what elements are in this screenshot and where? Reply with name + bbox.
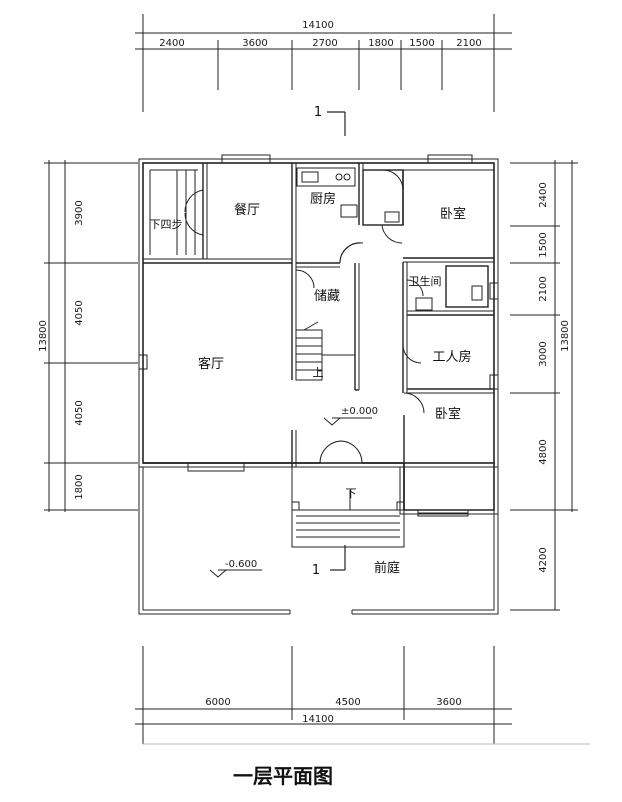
- bottom-seg-2: 4500: [335, 697, 360, 708]
- right-seg-2: 1500: [538, 232, 549, 257]
- down-steps-porch: [149, 169, 198, 255]
- right-seg-3: 2100: [538, 276, 549, 301]
- stair-up-label: 上: [313, 366, 324, 379]
- left-seg-1: 3900: [74, 200, 85, 225]
- section-cut-top: [327, 111, 346, 136]
- bottom-seg-3: 3600: [436, 697, 461, 708]
- entrance-steps: [291, 466, 405, 548]
- left-total-label: 13800: [38, 320, 49, 352]
- right-seg-4: 3000: [538, 341, 549, 366]
- kitchen-fixtures: [296, 167, 483, 311]
- top-seg-2: 3600: [242, 38, 267, 49]
- entry-down-label: 下: [346, 487, 357, 500]
- top-seg-5: 1500: [409, 38, 434, 49]
- room-kitchen: 厨房: [310, 191, 336, 207]
- room-bedroom-se: 卧室: [435, 406, 461, 422]
- room-bedroom-ne: 卧室: [440, 206, 466, 222]
- section-cut-bottom: [330, 545, 346, 571]
- right-seg-1: 2400: [538, 182, 549, 207]
- section-mark-top: 1: [314, 105, 322, 120]
- left-seg-2: 4050: [74, 300, 85, 325]
- right-seg-6: 4200: [538, 547, 549, 572]
- level-floor-label: ±0.000: [341, 406, 378, 417]
- bottom-dimension-lines: [135, 646, 590, 745]
- level-marker-yard: [209, 569, 262, 578]
- top-total-label: 14100: [302, 20, 334, 31]
- front-yard: [138, 467, 499, 615]
- interior-walls: [143, 163, 494, 510]
- room-dining: 餐厅: [234, 202, 260, 218]
- level-yard-label: -0.600: [225, 559, 257, 570]
- room-storage: 储藏: [314, 289, 340, 304]
- top-seg-6: 2100: [456, 38, 481, 49]
- right-dimension-lines: [510, 160, 578, 611]
- door-swings: [184, 169, 425, 464]
- right-total-label: 13800: [560, 320, 571, 352]
- level-marker-floor: [323, 417, 372, 426]
- bottom-total-label: 14100: [302, 714, 334, 725]
- room-front-yard: 前庭: [374, 560, 400, 576]
- right-seg-5: 4800: [538, 439, 549, 464]
- bottom-seg-1: 6000: [205, 697, 230, 708]
- top-seg-3: 2700: [312, 38, 337, 49]
- stairs: [295, 321, 355, 381]
- top-seg-1: 2400: [159, 38, 184, 49]
- dimension-labels: 14100 2400 3600 2700 1800 1500 2100 6000…: [38, 20, 571, 725]
- room-labels: 餐厅 厨房 卧室 下四步 卫生间 储藏 客厅 工人房 上 卧室 下 前庭: [150, 191, 472, 576]
- room-down-four-steps: 下四步: [150, 218, 183, 231]
- top-dimension-lines: [135, 14, 512, 112]
- room-servant: 工人房: [432, 349, 471, 365]
- level-labels: ±0.000 -0.600 1 1: [225, 105, 378, 578]
- left-seg-3: 4050: [74, 400, 85, 425]
- windows: [138, 154, 499, 517]
- left-dimension-lines: [44, 160, 138, 512]
- top-seg-4: 1800: [368, 38, 393, 49]
- drawing-title: 一层平面图: [233, 764, 333, 788]
- section-mark-bottom: 1: [312, 563, 320, 578]
- room-bathroom: 卫生间: [409, 274, 442, 288]
- left-seg-4: 1800: [74, 474, 85, 499]
- room-living: 客厅: [198, 356, 224, 372]
